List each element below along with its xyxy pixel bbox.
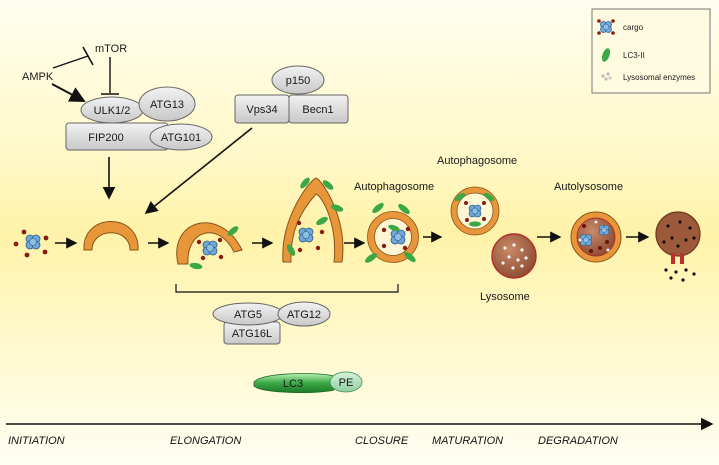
stage-maturation: MATURATION xyxy=(432,435,503,447)
pi3k-to-phagophore-arrow xyxy=(144,127,253,215)
stage-closure: CLOSURE xyxy=(355,435,409,447)
legend-lc3-label: LC3-II xyxy=(623,51,645,60)
ampk-label: AMPK xyxy=(22,71,54,83)
atg5-label: ATG5 xyxy=(234,309,262,321)
atg13-label: ATG13 xyxy=(150,99,184,111)
autolysosome xyxy=(570,211,622,263)
atg13-ellipse xyxy=(138,86,196,122)
legend-enzymes-icon xyxy=(601,72,612,81)
ulk-complex: FIP200 ULK1/2 ATG13 ATG101 xyxy=(65,86,213,151)
ampk-activates-ulk xyxy=(51,83,86,102)
lc3-pe: LC3 PE xyxy=(253,371,363,394)
stage-elongation: ELONGATION xyxy=(170,435,241,447)
p150-label: p150 xyxy=(286,75,310,87)
atg12-label: ATG12 xyxy=(287,309,321,321)
becn1-label: Becn1 xyxy=(302,104,333,116)
atg12-ellipse xyxy=(277,301,331,327)
pe-ellipse xyxy=(329,371,363,393)
atg-conjugation-complex: ATG16L ATG5 ATG12 xyxy=(212,301,331,345)
signaling: mTOR AMPK xyxy=(22,43,127,102)
autophagosome-label-2: Autophagosome xyxy=(437,155,517,167)
phagophore-extended xyxy=(282,177,344,263)
pi3k-complex: p150 Vps34 Becn1 xyxy=(234,65,349,124)
autophagosome-label-1: Autophagosome xyxy=(354,181,434,193)
autolysosome-label: Autolysosome xyxy=(554,181,623,193)
stage-degradation: DEGRADATION xyxy=(538,435,618,447)
becn1-box xyxy=(288,94,349,124)
lc3-label: LC3 xyxy=(283,378,303,390)
stage-initiation: INITIATION xyxy=(8,435,65,447)
mtor-label: mTOR xyxy=(95,43,127,55)
autophagosome-mature xyxy=(450,186,500,236)
phagophore-initial xyxy=(83,221,139,251)
legend-cargo-icon xyxy=(600,21,612,33)
ampk-inhibits-mtor xyxy=(52,55,89,69)
lysosome-label: Lysosome xyxy=(480,291,530,303)
pe-label: PE xyxy=(339,377,354,389)
free-cargo xyxy=(13,229,49,258)
atg101-ellipse xyxy=(149,123,213,151)
legend-lc3-icon xyxy=(601,48,611,62)
p150-ellipse xyxy=(271,65,325,95)
atg16l-label: ATG16L xyxy=(232,328,272,340)
fip200-label: FIP200 xyxy=(88,132,123,144)
phagophore-elongating xyxy=(176,222,243,270)
legend: cargo LC3-II Lysosomal enzymes xyxy=(591,8,711,94)
lysosome xyxy=(491,233,537,279)
ulk-label: ULK1/2 xyxy=(94,105,131,117)
autophagosome-closing xyxy=(365,202,419,263)
atg101-label: ATG101 xyxy=(161,132,201,144)
legend-enzymes-label: Lysosomal enzymes xyxy=(623,73,695,82)
vps34-label: Vps34 xyxy=(246,104,277,116)
elongation-bracket xyxy=(175,284,399,293)
lc3-shape xyxy=(253,373,335,394)
degraded-vesicle xyxy=(655,211,701,282)
legend-cargo-label: cargo xyxy=(623,23,644,32)
